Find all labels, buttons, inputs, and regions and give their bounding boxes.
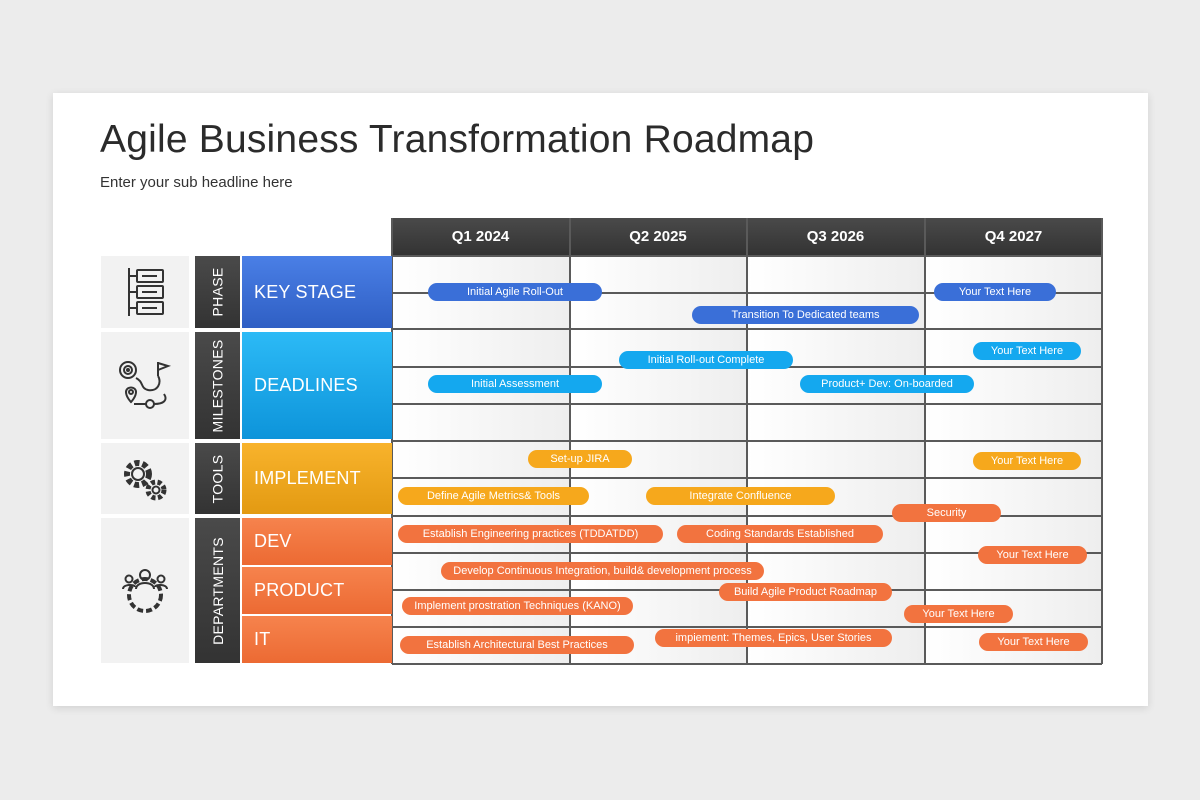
quarter-header-q4: Q4 2027 xyxy=(925,218,1102,255)
task-bar: Initial Roll-out Complete xyxy=(619,351,793,369)
category-it: IT xyxy=(242,616,392,663)
group-label-text: DEPARTMENTS xyxy=(209,536,226,645)
task-bar: Your Text Here xyxy=(978,546,1087,564)
task-bar: Your Text Here xyxy=(934,283,1056,301)
category-product: PRODUCT xyxy=(242,567,392,614)
page-subtitle: Enter your sub headline here xyxy=(100,174,293,191)
page-title: Agile Business Transformation Roadmap xyxy=(100,118,815,161)
task-bar: Define Agile Metrics& Tools xyxy=(398,487,589,505)
gears-icon xyxy=(124,459,167,500)
departments-icon-box xyxy=(101,518,189,663)
team-gear-icon xyxy=(122,568,168,613)
task-bar: Initial Agile Roll-Out xyxy=(428,283,602,301)
route-target-icon xyxy=(119,360,172,409)
task-bar: Establish Engineering practices (TDDATDD… xyxy=(398,525,663,543)
grid-line xyxy=(924,218,926,664)
task-bar: Integrate Confluence xyxy=(646,487,835,505)
task-bar: Implement prostration Techniques (KANO) xyxy=(402,597,633,615)
task-bar: Set-up JIRA xyxy=(528,450,632,468)
category-implement: IMPLEMENT xyxy=(242,443,392,514)
phase-icon-box xyxy=(101,256,189,328)
group-label-milestones: MILESTONES xyxy=(195,332,240,439)
task-bar: Product+ Dev: On-boarded xyxy=(800,375,974,393)
grid-line xyxy=(746,218,748,664)
group-label-departments: DEPARTMENTS xyxy=(195,518,240,663)
task-bar: Your Text Here xyxy=(904,605,1013,623)
quarter-header-q2: Q2 2025 xyxy=(570,218,746,255)
milestones-icon-box xyxy=(101,332,189,439)
group-label-text: PHASE xyxy=(209,267,226,317)
group-label-tools: TOOLS xyxy=(195,443,240,514)
task-bar: Your Text Here xyxy=(973,342,1081,360)
group-label-text: MILESTONES xyxy=(209,339,226,432)
task-bar: Your Text Here xyxy=(973,452,1081,470)
task-bar: Initial Assessment xyxy=(428,375,602,393)
task-bar: Security xyxy=(892,504,1001,522)
quarter-header-q3: Q3 2026 xyxy=(747,218,924,255)
task-bar: Your Text Here xyxy=(979,633,1088,651)
category-dev: DEV xyxy=(242,518,392,565)
tools-icon-box xyxy=(101,443,189,514)
grid-line xyxy=(391,218,393,664)
quarter-header-q1: Q1 2024 xyxy=(392,218,569,255)
task-bar: Coding Standards Established xyxy=(677,525,883,543)
task-bar: Build Agile Product Roadmap xyxy=(719,583,892,601)
task-bar: Transition To Dedicated teams xyxy=(692,306,919,324)
roadmap-list-icon xyxy=(128,268,164,316)
task-bar: impiement: Themes, Epics, User Stories xyxy=(655,629,892,647)
grid-line xyxy=(1101,218,1103,664)
category-deadlines: DEADLINES xyxy=(242,332,392,439)
task-bar: Establish Architectural Best Practices xyxy=(400,636,634,654)
task-bar: Develop Continuous Integration, build& d… xyxy=(441,562,764,580)
group-label-text: TOOLS xyxy=(209,454,226,503)
category-key-stage: KEY STAGE xyxy=(242,256,392,328)
group-label-phase: PHASE xyxy=(195,256,240,328)
grid-line xyxy=(569,218,571,664)
